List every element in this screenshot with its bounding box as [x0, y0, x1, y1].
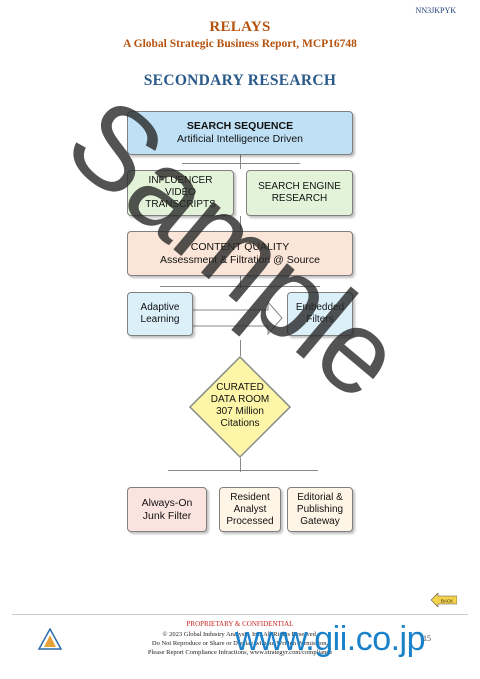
- editorial-line: Editorial &: [297, 491, 343, 503]
- connector-line: [240, 216, 241, 230]
- back-arrow-icon[interactable]: BACK: [431, 593, 457, 607]
- reproduce-line: Do Not Reproduce or Share or Display wit…: [151, 640, 329, 647]
- search-sequence-box: SEARCH SEQUENCE Artificial Intelligence …: [127, 111, 353, 155]
- page-number: 15: [423, 634, 431, 643]
- junk-line: Always-On: [141, 496, 193, 509]
- search-engine-box: SEARCH ENGINE RESEARCH: [246, 170, 353, 216]
- editorial-line: Publishing: [296, 503, 344, 515]
- data-room-label: CURATED DATA ROOM 307 Million Citations: [200, 382, 280, 430]
- connector-line: [160, 286, 320, 287]
- influencer-line: TRANSCRIPTS: [145, 199, 216, 210]
- diamond-line: 307 Million: [216, 406, 264, 417]
- junk-line: Junk Filter: [142, 509, 192, 522]
- junk-filter-box: Always-On Junk Filter: [127, 487, 207, 532]
- diamond-line: CURATED: [216, 382, 264, 393]
- editorial-line: Gateway: [300, 515, 340, 527]
- embedded-line: Embedded: [295, 302, 345, 313]
- adaptive-learning-box: Adaptive Learning: [127, 292, 193, 336]
- influencer-line: VIDEO: [164, 187, 197, 198]
- editorial-gateway-box: Editorial & Publishing Gateway: [287, 487, 353, 532]
- analyst-line: Resident: [230, 491, 270, 503]
- connector-line: [240, 340, 241, 356]
- copyright-line: © 2023 Global Industry Analysts, Inc. Al…: [162, 631, 318, 638]
- engine-line: RESEARCH: [271, 193, 328, 204]
- influencer-line: INFLUENCER: [148, 175, 213, 186]
- embedded-filters-box: Embedded Filters: [287, 292, 353, 336]
- proprietary-notice: PROPRIETARY & CONFIDENTIAL: [186, 620, 294, 628]
- report-code: NN3JKPYK: [415, 6, 456, 15]
- engine-line: SEARCH ENGINE: [258, 181, 341, 192]
- adaptive-line: Learning: [140, 314, 180, 325]
- report-subtitle: A Global Strategic Business Report, MCP1…: [123, 38, 357, 50]
- search-sequence-subtitle: Artificial Intelligence Driven: [176, 133, 304, 145]
- resident-analyst-box: Resident Analyst Processed: [219, 487, 281, 532]
- connector-line: [240, 276, 241, 288]
- company-logo-icon: [38, 628, 62, 650]
- connector-line: [240, 155, 241, 169]
- data-room-diamond: [188, 355, 292, 459]
- diamond-line: DATA ROOM: [210, 394, 270, 405]
- influencer-video-box: INFLUENCER VIDEO TRANSCRIPTS: [127, 170, 234, 216]
- connector-line: [182, 163, 300, 164]
- content-quality-subtitle: Assessment & Filtration @ Source: [159, 253, 321, 266]
- embedded-line: Filters: [306, 314, 334, 325]
- back-label: BACK: [441, 599, 453, 604]
- analyst-line: Analyst: [233, 503, 267, 515]
- compliance-line: Please Report Compliance Infractions, ww…: [147, 649, 333, 656]
- content-quality-title: CONTENT QUALITY: [190, 240, 290, 253]
- content-quality-box: CONTENT QUALITY Assessment & Filtration …: [127, 231, 353, 276]
- search-sequence-title: SEARCH SEQUENCE: [186, 120, 294, 133]
- connector-line: [168, 470, 318, 471]
- section-heading: SECONDARY RESEARCH: [143, 72, 337, 89]
- diamond-line: Citations: [220, 418, 260, 429]
- gii-watermark-link[interactable]: www.gii.co.jp: [235, 620, 426, 658]
- report-title: RELAYS: [209, 19, 271, 35]
- adaptive-line: Adaptive: [140, 302, 180, 313]
- connector-line: [240, 458, 241, 472]
- analyst-line: Processed: [226, 515, 274, 527]
- footer-divider: [12, 614, 468, 615]
